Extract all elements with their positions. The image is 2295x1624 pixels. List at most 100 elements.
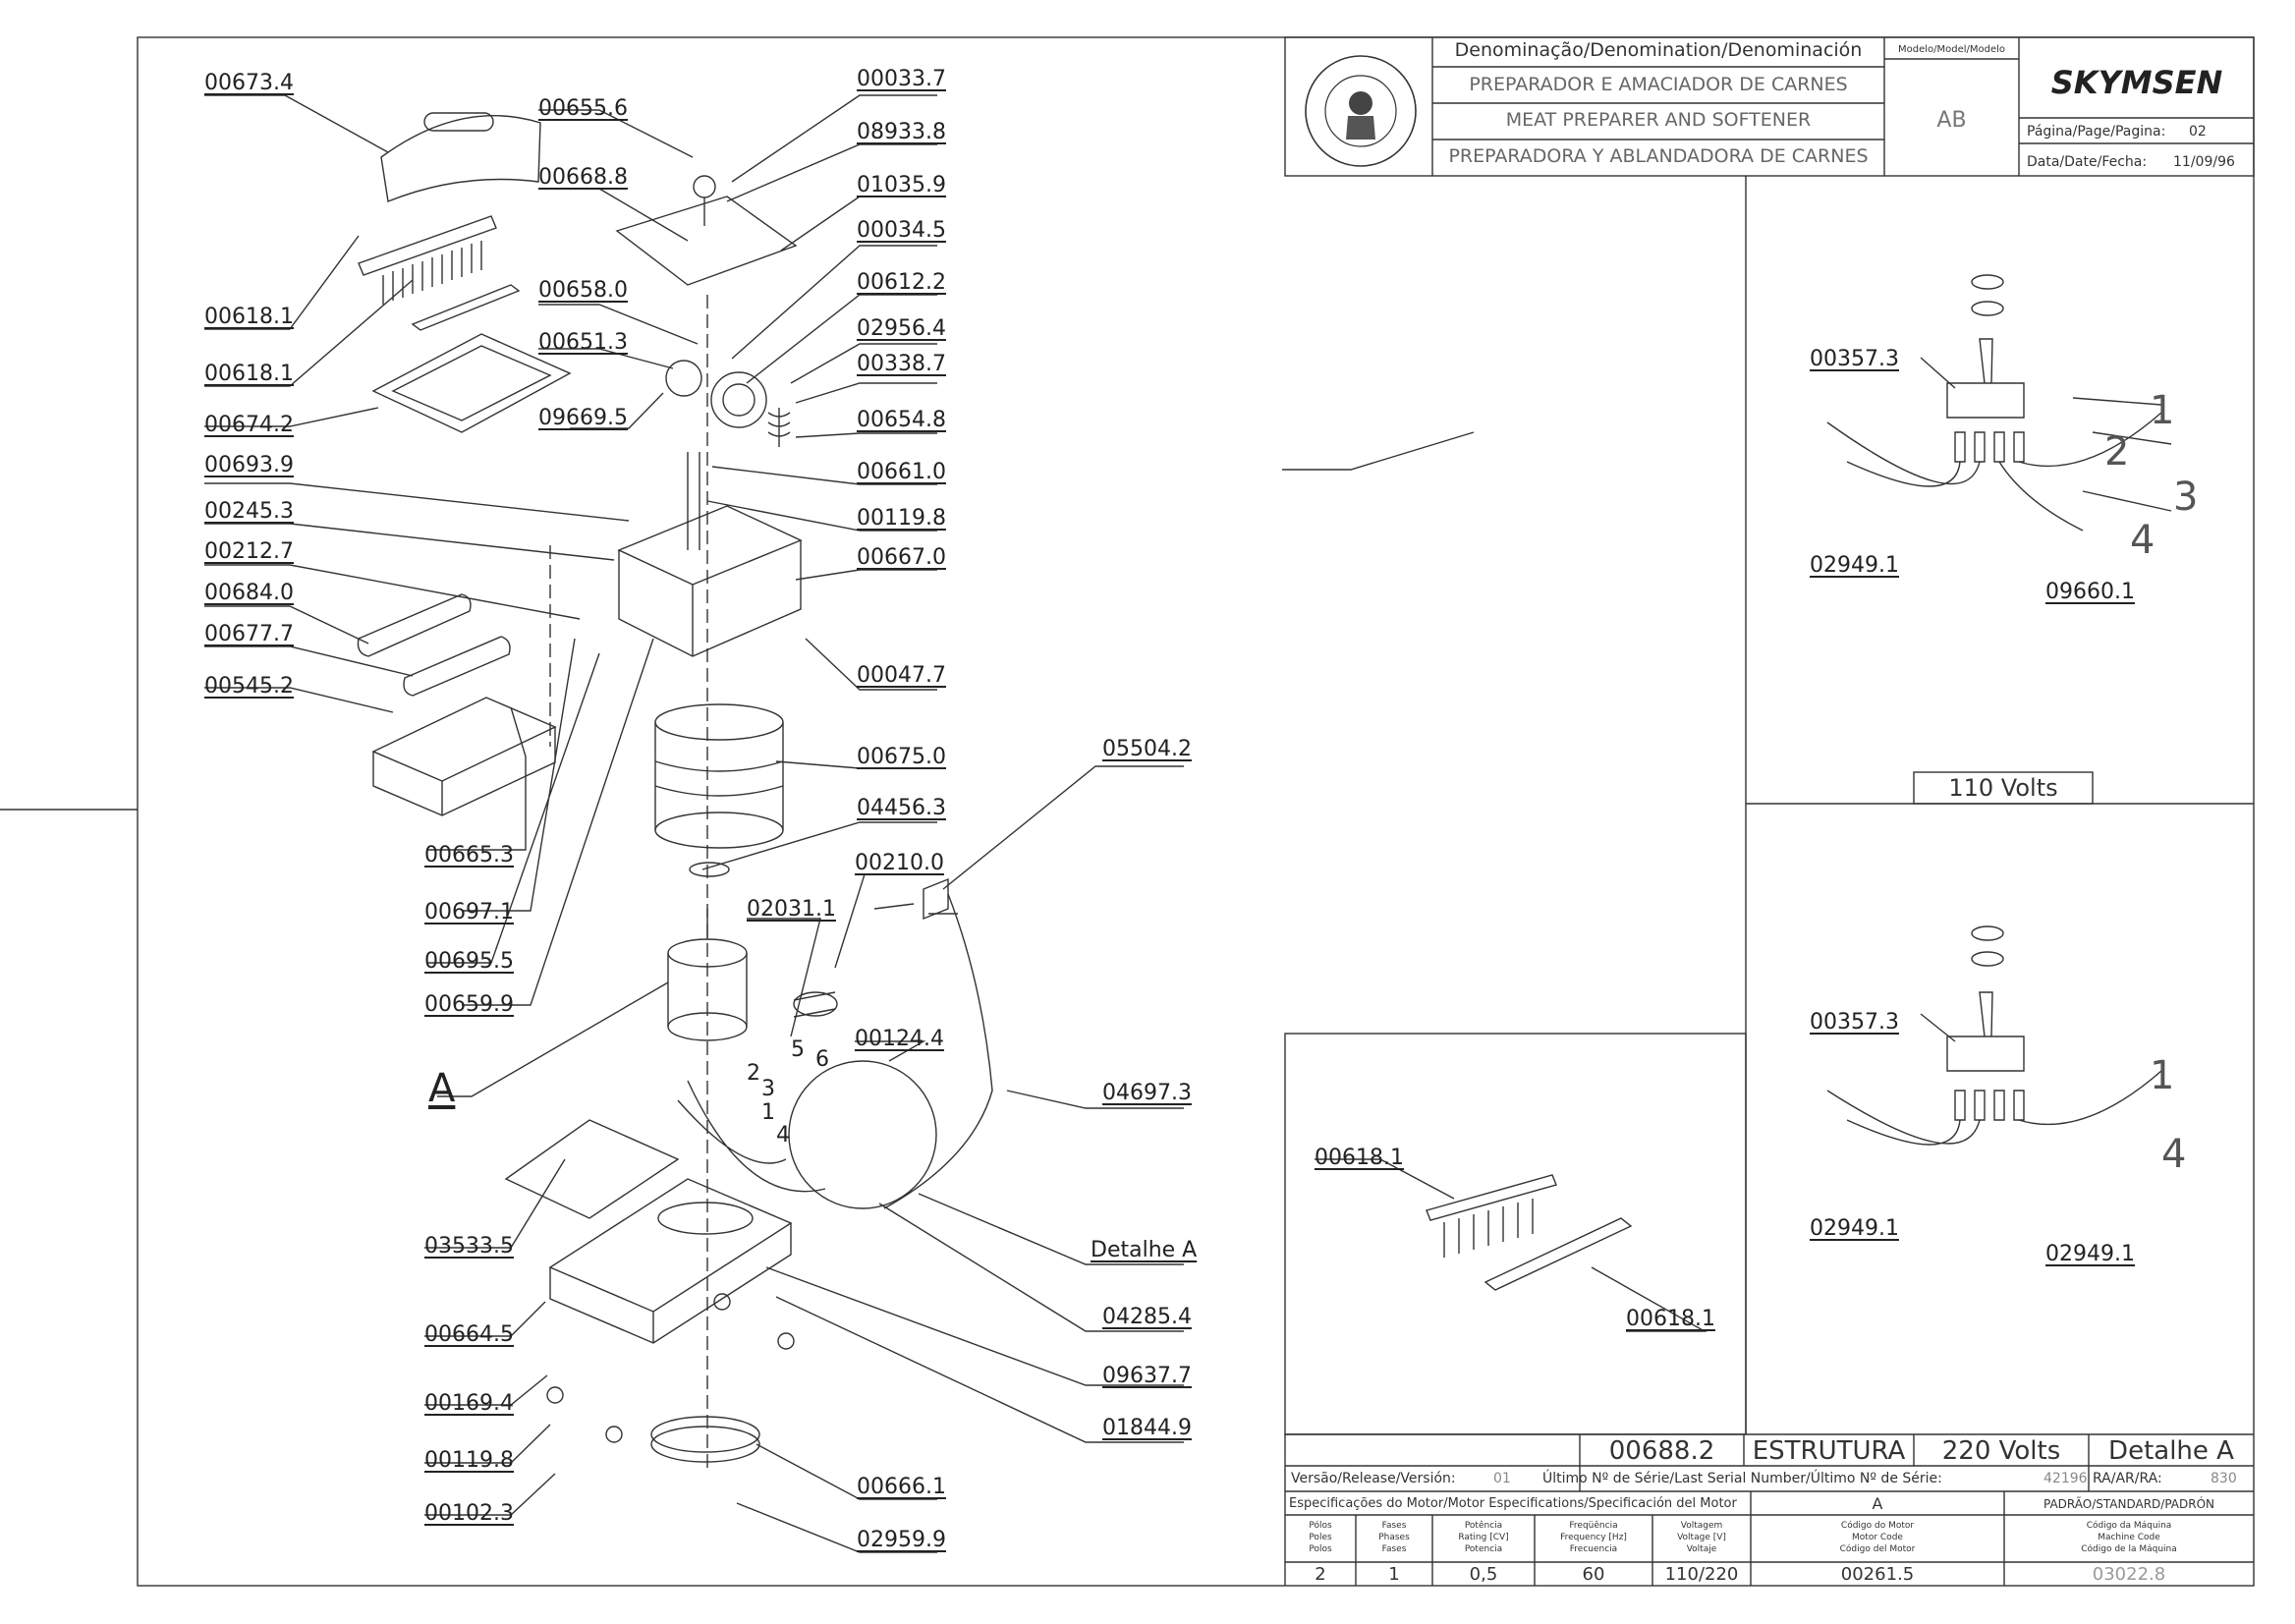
part-label: 00034.5 — [857, 218, 946, 243]
knob-part — [693, 175, 716, 198]
caption-box-110 — [1913, 771, 2094, 805]
wire-number: 5 — [791, 1037, 805, 1062]
drawing-title: ESTRUTURA — [1752, 1436, 1906, 1466]
part-label: 00338.7 — [857, 352, 946, 376]
spec-value-frequency: 60 — [1582, 1564, 1605, 1585]
small-gear-part — [665, 360, 702, 397]
part-label: 04697.3 — [1102, 1081, 1192, 1105]
part-label: 00654.8 — [857, 408, 946, 432]
detail-a-callout: Detalhe A — [1091, 1238, 1198, 1262]
part-label: 01035.9 — [857, 173, 946, 197]
product-name-en: MEAT PREPARER AND SOFTENER — [1505, 109, 1812, 131]
large-gear-part — [710, 371, 767, 428]
part-label: 04285.4 — [1102, 1305, 1192, 1329]
part-label: 00695.5 — [424, 949, 514, 974]
terminal-label: 02949.1 — [1810, 1216, 1899, 1241]
spec-value-voltage: 110/220 — [1664, 1564, 1739, 1585]
switch-110-part — [1946, 382, 2025, 419]
standard-label: PADRÃO/STANDARD/PADRÓN — [2043, 1497, 2214, 1511]
detail-circle — [788, 1060, 937, 1209]
detail-part-label: 00618.1 — [1315, 1146, 1404, 1170]
part-label: 00684.0 — [204, 581, 294, 605]
serial-label: Último Nº de Série/Last Serial Number/Úl… — [1542, 1471, 1942, 1486]
model-value: AB — [1936, 108, 1967, 133]
part-label: 03533.5 — [424, 1234, 514, 1259]
plate-part — [615, 196, 798, 286]
part-label: 00674.2 — [204, 413, 294, 437]
part-label: 00033.7 — [857, 67, 946, 91]
part-label: 00677.7 — [204, 622, 294, 646]
roller-part-2 — [403, 636, 511, 697]
voltage-caption-110: 110 Volts — [1948, 774, 2058, 802]
part-label: 02956.4 — [857, 316, 946, 341]
base-ring-part — [650, 1416, 760, 1453]
wire-number: 2 — [2104, 429, 2130, 475]
part-label: 04456.3 — [857, 796, 946, 820]
detail-a-marker: A — [428, 1066, 456, 1111]
label-plate-part — [504, 1119, 680, 1219]
product-name-es: PREPARADORA Y ABLANDADORA DE CARNES — [1448, 145, 1869, 167]
voltage-caption-220: 220 Volts — [1941, 1436, 2061, 1466]
date-label: Data/Date/Fecha: — [2027, 154, 2148, 170]
part-label: 00119.8 — [424, 1448, 514, 1473]
date-value: 11/09/96 — [2173, 154, 2235, 170]
part-label: 00668.8 — [538, 165, 628, 190]
part-label: 00212.7 — [204, 539, 294, 564]
motor-spec-header: Especificações do Motor/Motor Especifica… — [1289, 1496, 1737, 1511]
terminal-label: 02949.1 — [2045, 1242, 2135, 1266]
motor-code-letter: A — [1872, 1494, 1883, 1513]
cover-part — [380, 114, 541, 202]
version-label: Versão/Release/Versión: — [1291, 1471, 1456, 1486]
part-label: 00665.3 — [424, 843, 514, 868]
spec-value-rating: 0,5 — [1469, 1564, 1498, 1585]
title-block-frame — [1284, 36, 2255, 177]
part-label: 05504.2 — [1102, 737, 1192, 761]
wire-number: 3 — [761, 1077, 775, 1101]
serial-value: 42196 — [2043, 1471, 2088, 1486]
part-label: 00612.2 — [857, 270, 946, 295]
part-label: 00210.0 — [855, 851, 944, 875]
part-label: 00655.6 — [538, 96, 628, 121]
part-label: 01844.9 — [1102, 1416, 1192, 1440]
authorized-service-seal — [1305, 55, 1417, 167]
connector-label: 09660.1 — [2045, 580, 2135, 604]
spec-value-phases: 1 — [1388, 1564, 1400, 1585]
switch-220-part — [1946, 1036, 2025, 1072]
model-header: Modelo/Model/Modelo — [1897, 44, 2006, 55]
part-label: 00047.7 — [857, 663, 946, 688]
spec-value-machine-code: 03022.8 — [2092, 1564, 2166, 1585]
part-label: 00666.1 — [857, 1475, 946, 1499]
part-label: 00545.2 — [204, 674, 294, 699]
ra-label: RA/AR/RA: — [2093, 1471, 2162, 1486]
part-label: 00697.1 — [424, 900, 514, 924]
base-top — [548, 1178, 793, 1313]
wire-number: 4 — [2130, 518, 2155, 563]
roller-part — [357, 593, 472, 657]
terminal-label: 02949.1 — [1810, 553, 1899, 578]
part-label: 00661.0 — [857, 460, 946, 484]
page-value: 02 — [2189, 124, 2207, 140]
part-label: 00102.3 — [424, 1501, 514, 1526]
wire-number: 2 — [747, 1061, 760, 1086]
wire-number: 3 — [2173, 475, 2199, 520]
product-name-pt: PREPARADOR E AMACIADOR DE CARNES — [1469, 74, 1848, 95]
part-label: 00245.3 — [204, 499, 294, 524]
switch-label: 00357.3 — [1810, 347, 1899, 371]
denomination-header: Denominação/Denomination/Denominación — [1454, 39, 1863, 61]
wire-number: 4 — [776, 1123, 790, 1148]
part-label: 00693.9 — [204, 453, 294, 477]
part-label: 00664.5 — [424, 1322, 514, 1347]
part-label: 09637.7 — [1102, 1364, 1192, 1388]
spring-part — [767, 408, 791, 447]
part-label: 08933.8 — [857, 120, 946, 144]
brand-logo: SKYMSEN — [2050, 64, 2223, 101]
frame-part — [371, 333, 572, 433]
wire-number: 4 — [2161, 1132, 2187, 1177]
part-label: 02031.1 — [747, 897, 836, 922]
drawing-number: 00688.2 — [1608, 1436, 1715, 1466]
part-label: 00673.4 — [204, 71, 294, 95]
